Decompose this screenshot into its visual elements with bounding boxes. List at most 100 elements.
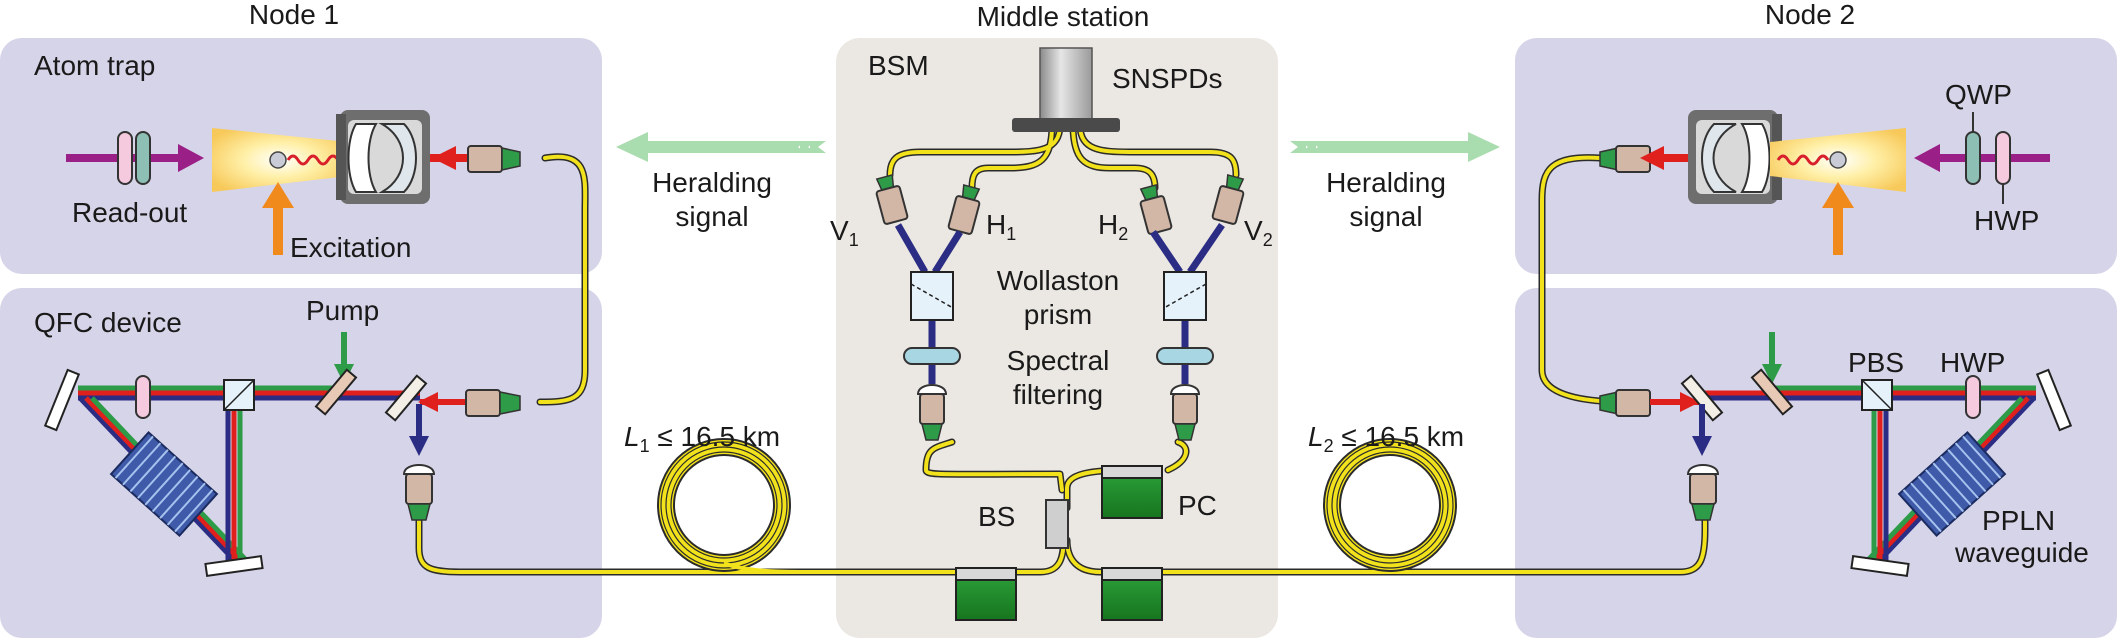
detector-coupler-h1 [947,183,981,235]
red-beam-arrow-node2 [1640,146,1664,170]
h2-label: H2 [1098,209,1128,244]
spectral-label-line1: Spectral [1007,345,1110,376]
dichroic-mirror-2 [384,374,428,422]
polarization-controller-top [1101,465,1163,519]
middle-station-panel [836,38,1278,638]
qwp-plate [1965,131,1981,185]
l2-sub: 2 [1324,436,1334,456]
heralding-right-line2: signal [1349,201,1422,232]
prism-beams [894,223,1225,384]
l2-var: L [1308,421,1324,452]
dichroic-mirror-1-node2 [1680,374,1724,422]
dichroic-mirror-2-node2 [1750,368,1794,416]
snspds-label: SNSPDs [1112,63,1222,94]
fiber-coupler-qfc-input [465,389,521,417]
ppln-label-line2: waveguide [1954,537,2089,568]
middle-station: BSM SNSPDs [830,47,1273,621]
polarization-controller-left [955,567,1017,621]
node2-title: Node 2 [1765,0,1855,30]
v1-label: V1 [830,215,859,250]
node2-qfc: PBS HWP PPLN waveguide [1599,332,2089,577]
input-coupler-right [1169,384,1201,441]
snspd-cryostat [1012,47,1120,132]
l2-length-label: L2 ≤ 16.5 km [1308,421,1464,456]
middle-station-title: Middle station [977,1,1150,32]
waveplate-1 [117,131,133,185]
readout-arrow [178,144,204,172]
qfc-pbs-cube [223,379,255,411]
ppln-waveguide-node1 [109,430,219,538]
l1-sub: 1 [640,436,650,456]
l1-rest: ≤ 16.5 km [650,421,781,452]
input-coupler-left [916,384,948,441]
bsm-label: BSM [868,50,929,81]
wollaston-prism-right [1163,271,1207,321]
spectral-filter-right [1156,347,1214,365]
v2-label: V2 [1244,215,1273,250]
mirror-left [43,368,81,432]
atom-trap-label: Atom trap [34,50,155,81]
hwp-label: HWP [1940,347,2005,378]
fiber-network-core [417,123,1707,574]
qwp-label: QWP [1945,79,2012,110]
pc-label: PC [1178,490,1217,521]
ppln-waveguide-node2 [1897,430,2007,538]
pbs-label: PBS [1848,347,1904,378]
wollaston-label-line1: Wollaston [997,265,1119,296]
qfc-input-arrow-node2 [1680,392,1700,412]
qfc-output-arrow-node2 [1692,436,1712,456]
node1-atom-trap: Atom trap Read-out Excitation [34,50,521,263]
fiber-spool-l2 [1323,438,1457,572]
spectral-label-line2: filtering [1013,379,1103,410]
detector-coupler-v1 [875,173,909,225]
polarization-controller-right [1101,567,1163,621]
readout-label: Read-out [72,197,187,228]
node1-title: Node 1 [249,0,339,30]
node1-panels [0,38,602,638]
dichroic-mirror-1 [314,368,358,416]
detector-coupler-v2 [1211,173,1245,225]
pump-label: Pump [306,295,379,326]
spectral-filter-left [903,347,961,365]
heralding-left-line1: Heralding [652,167,772,198]
fiber-coupler-qfc-output [402,464,436,521]
emission-wave [286,154,340,166]
mirror-bottom-node2 [1850,555,1910,577]
pump-arrow-node2 [1762,364,1782,384]
qfc-output-arrow [409,436,429,456]
cavity-lens [336,110,430,204]
fiber-spool-l1 [657,438,801,574]
readout-arrow-node2 [1914,144,1940,172]
ppln-label-line1: PPLN [1982,505,2055,536]
heralding-arrow-left [616,132,826,162]
fiber-coupler-top-left [467,145,521,173]
qfc-device-panel [0,288,602,638]
bs-label: BS [978,501,1015,532]
wollaston-label-line2: prism [1024,299,1092,330]
qfc-waveplate [135,375,151,419]
node1-qfc: QFC device Pump [34,295,521,577]
atom-node2 [1829,151,1847,169]
beam-splitter [1045,499,1069,549]
heralding-left-line2: signal [675,201,748,232]
heralding-arrow-right [1290,132,1500,162]
l1-length-label: L1 ≤ 16.5 km [624,421,780,456]
qfc-device-label: QFC device [34,307,182,338]
detector-coupler-h2 [1139,183,1173,235]
excitation-label: Excitation [290,232,411,263]
emission-wave-node2 [1776,154,1830,166]
wollaston-prism-left [910,271,954,321]
l2-rest: ≤ 16.5 km [1334,421,1465,452]
fiber-coupler-qfc-output-node2 [1686,464,1720,521]
l1-var: L [624,421,640,452]
node2-atom-trap: QWP HWP [1599,79,2050,255]
excitation-arrow [262,182,294,208]
fiber-coupler-qfc-input-node2 [1599,389,1651,417]
h1-label: H1 [986,209,1016,244]
fiber-coupler-top-right [1599,145,1651,173]
cavity-lens-node2 [1688,110,1782,204]
qfc-device-panel-node2 [1515,288,2117,638]
red-beam-arrow [432,146,456,170]
qfc-pbs-cube-node2 [1861,379,1893,411]
